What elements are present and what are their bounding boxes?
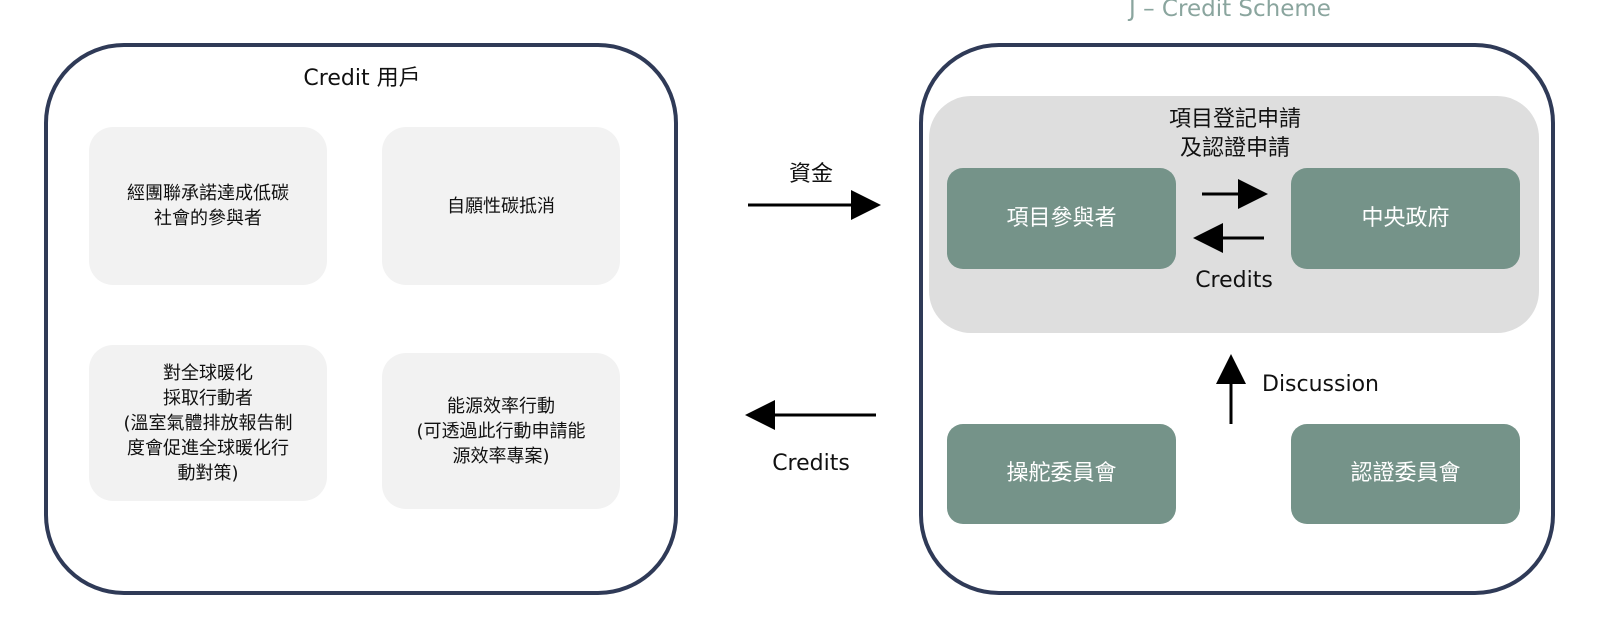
user-card-voluntary-offset: 自願性碳抵消: [382, 127, 620, 285]
central-government-box: 中央政府: [1291, 168, 1520, 269]
user-card-global-warming-action: 對全球暖化 採取行動者 (溫室氣體排放報告制 度會促進全球暖化行 動對策): [89, 345, 327, 501]
credit-users-panel: [44, 43, 678, 595]
credits-flow-label: Credits: [772, 451, 850, 476]
user-card-low-carbon-society: 經團聯承諾達成低碳 社會的參與者: [89, 127, 327, 285]
scheme-title: J – Credit Scheme: [1129, 0, 1331, 22]
project-participant-box: 項目參與者: [947, 168, 1176, 269]
application-title: 項目登記申請 及認證申請: [1168, 107, 1301, 161]
central-government-label: 中央政府: [1361, 205, 1450, 231]
discussion-label: Discussion: [1262, 372, 1379, 397]
inner-credits-label: Credits: [1195, 268, 1273, 293]
certification-committee-box: 認證委員會: [1291, 424, 1520, 524]
steering-committee-box: 操舵委員會: [947, 424, 1176, 524]
certification-committee-label: 認證委員會: [1350, 461, 1461, 486]
user-card-energy-efficiency: 能源效率行動 (可透過此行動申請能 源效率專案): [382, 353, 620, 509]
credit-users-title: Credit 用戶: [303, 66, 421, 91]
steering-committee-label: 操舵委員會: [1006, 461, 1117, 486]
project-participant-label: 項目參與者: [1006, 205, 1117, 231]
funds-label: 資金: [788, 162, 833, 187]
